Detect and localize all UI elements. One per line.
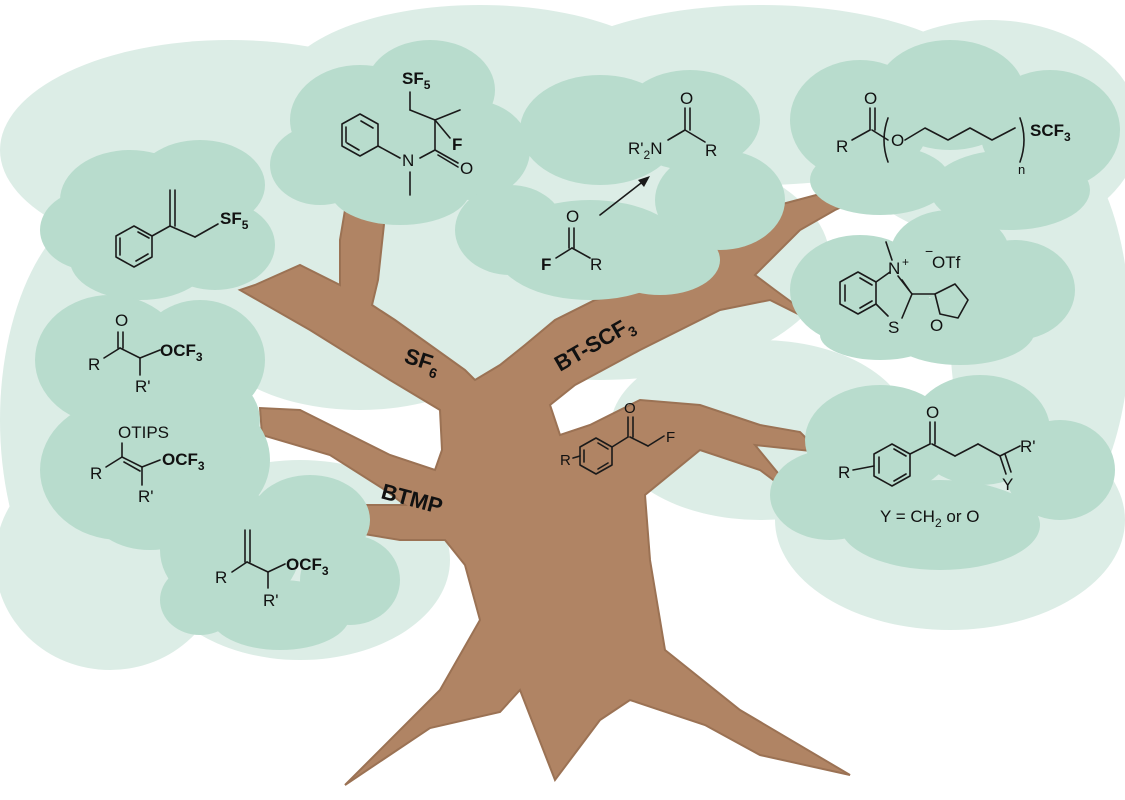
molecule-bt-salt: N + S O − OTf [839, 241, 969, 337]
cloud-ocf3-left [35, 295, 270, 550]
polyester-o2: O [891, 131, 904, 150]
keto-ocf3: OCF3 [160, 341, 203, 364]
bt-s: S [888, 318, 899, 337]
polyester-r: R [836, 137, 848, 156]
molecule-allyl-sf5: SF5 [115, 189, 249, 268]
molecule-fluoroketone: R O F [560, 400, 675, 475]
amide-r2n: R'2N [628, 139, 663, 162]
allyl-ocf3-rp: R' [263, 591, 279, 610]
acyl-f: F [541, 255, 551, 274]
enol-otips: OTIPS [118, 423, 169, 442]
cloud-allyl-ocf3 [160, 475, 400, 650]
molecule-keto-alkene: R O R' Y Y = CH2 or O [838, 403, 1036, 530]
cloud-amide-sf5 [270, 40, 530, 225]
keto-alkene-r: R [838, 463, 850, 482]
allyl-sf5-group: SF5 [220, 209, 249, 232]
keto-alkene-y: Y [1002, 475, 1013, 494]
molecule-allyl-ocf3: R OCF3 R' [215, 529, 329, 610]
enol-r: R [90, 464, 102, 483]
molecule-amide-sf5: SF5 F O N [341, 69, 473, 196]
keto-r: R [88, 355, 100, 374]
bt-n: N [888, 259, 900, 278]
fluoroketone-o: O [624, 400, 636, 417]
bt-o: O [930, 316, 943, 335]
cloud-allyl-sf5 [40, 140, 275, 300]
enol-rp: R' [138, 487, 154, 506]
molecule-amide: R'2N O R [628, 89, 717, 162]
reaction-arrow [599, 176, 650, 216]
fluoroketone-r: R [560, 452, 571, 469]
allyl-ocf3-r: R [215, 568, 227, 587]
polyester-scf3: SCF3 [1030, 121, 1071, 144]
polyester-n: n [1018, 162, 1025, 177]
cloud-polyester [790, 40, 1120, 230]
molecule-polyester-scf3: R O O n SCF3 [836, 89, 1071, 177]
bt-otf: OTf [932, 253, 961, 272]
keto-alkene-caption: Y = CH2 or O [880, 507, 979, 530]
keto-o: O [115, 311, 128, 330]
allyl-ocf3-group: OCF3 [286, 555, 329, 578]
amide-sf5-o: O [460, 159, 473, 178]
bt-plus: + [902, 255, 909, 269]
keto-alkene-o: O [926, 403, 939, 422]
acyl-o: O [566, 207, 579, 226]
amide-sf5-group: SF5 [402, 69, 431, 92]
amide-o: O [680, 89, 693, 108]
molecule-acyl-fluoride: O F R [541, 207, 602, 274]
keto-alkene-rp: R' [1020, 437, 1036, 456]
keto-rp: R' [135, 377, 151, 396]
enol-ocf3: OCF3 [162, 450, 205, 473]
cloud-acyl-fluoride [455, 70, 785, 300]
acyl-r: R [590, 255, 602, 274]
amide-sf5-f: F [452, 135, 462, 154]
amide-r: R [705, 141, 717, 160]
cloud-bt-salt [790, 210, 1075, 365]
cloud-keto-alkene [770, 375, 1115, 570]
molecule-keto-ocf3: O R OCF3 R' [88, 311, 203, 396]
molecule-enol-ocf3: OTIPS R OCF3 R' [90, 423, 205, 506]
amide-sf5-n: N [402, 151, 414, 170]
polyester-o1: O [864, 89, 877, 108]
bt-minus: − [925, 243, 933, 259]
fluoroketone-f: F [666, 429, 675, 446]
